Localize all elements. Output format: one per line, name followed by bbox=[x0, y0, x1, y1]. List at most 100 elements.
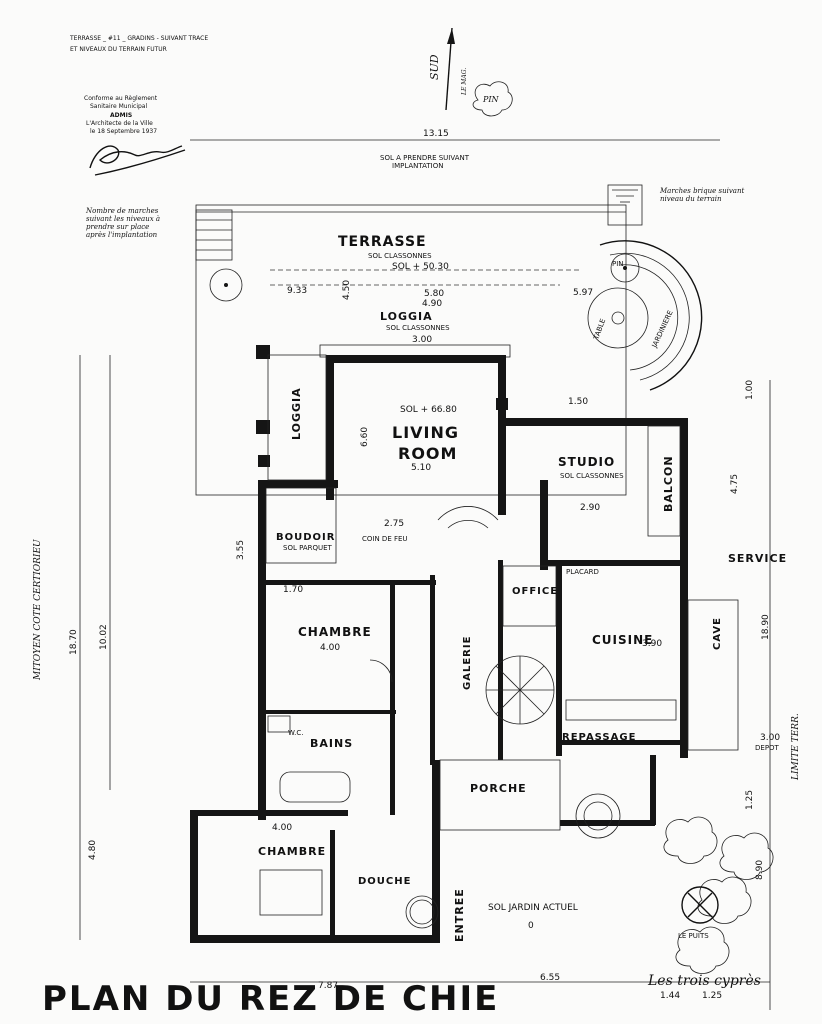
loggia-top-sol: SOL CLASSONNES bbox=[386, 324, 450, 332]
dim-1-50-studio: 1.50 bbox=[568, 397, 588, 407]
room-galerie: GALERIE bbox=[462, 636, 473, 690]
room-loggia-left: LOGGIA bbox=[290, 387, 303, 440]
signature bbox=[89, 145, 186, 176]
side-limite: LIMITE TERR. bbox=[791, 713, 801, 781]
side-inner: 10.02 bbox=[99, 624, 109, 650]
room-entree: ENTREE bbox=[453, 888, 466, 942]
label-coin-feu: COIN DE FEU bbox=[362, 535, 408, 543]
room-studio: STUDIO bbox=[558, 455, 615, 469]
footer-dim-left: 7.87 bbox=[318, 981, 338, 991]
jardin-line-1: SOL JARDIN ACTUEL bbox=[488, 903, 578, 913]
footer-dim-right: 6.55 bbox=[540, 973, 560, 983]
stamp-line-2: Sanitaire Municipal bbox=[90, 103, 147, 110]
svg-text:Nombre de marches: Nombre de marches bbox=[85, 207, 159, 215]
living-dim: 5.10 bbox=[411, 463, 431, 473]
approval-stamp: Conforme au Règlement Sanitaire Municipa… bbox=[84, 95, 186, 176]
stamp-line-1: Conforme au Règlement bbox=[84, 95, 158, 102]
side-overall: 18.70 bbox=[69, 629, 79, 655]
stamp-line-3: ADMIS bbox=[110, 112, 132, 119]
label-le-puits: LE PUITS bbox=[678, 932, 709, 940]
svg-text:suivant les niveaux à: suivant les niveaux à bbox=[86, 215, 160, 223]
room-chambre-1: CHAMBRE bbox=[298, 625, 372, 639]
room-boudoir: BOUDOIR bbox=[276, 532, 335, 543]
room-repassage: REPASSAGE bbox=[562, 732, 636, 743]
label-service: SERVICE bbox=[728, 552, 787, 565]
dim-4-90: 4.90 bbox=[422, 299, 442, 309]
label-depot: DEPOT bbox=[755, 744, 780, 752]
house-walls bbox=[190, 345, 688, 943]
svg-text:après l'implantation: après l'implantation bbox=[86, 231, 158, 239]
terrasse-level: SOL + 50.30 bbox=[392, 262, 449, 272]
dim-6-60: 6.60 bbox=[360, 427, 370, 447]
staircase bbox=[485, 655, 555, 725]
pin-tree-top: PIN bbox=[472, 81, 513, 117]
dim-4-75: 4.75 bbox=[730, 474, 740, 494]
room-bains: BAINS bbox=[310, 737, 353, 750]
room-douche: DOUCHE bbox=[358, 876, 411, 887]
room-porche: PORCHE bbox=[470, 782, 527, 795]
cuisine-dim: 3.90 bbox=[642, 639, 662, 649]
chambre-1-dim: 4.00 bbox=[320, 643, 340, 653]
room-chambre-2: CHAMBRE bbox=[258, 845, 326, 858]
stamp-line-4: L'Architecte de la Ville bbox=[86, 120, 153, 127]
room-loggia-top: LOGGIA bbox=[380, 310, 433, 323]
living-level: SOL + 66.80 bbox=[400, 405, 457, 415]
side-right-total: 18.90 bbox=[761, 614, 771, 640]
jardin-line-2: 0 bbox=[528, 921, 534, 931]
dim-8-90: 8.90 bbox=[755, 860, 765, 880]
dim-2-00: 1.00 bbox=[745, 380, 755, 400]
room-office: OFFICE bbox=[512, 586, 558, 597]
dim-4-00-lower: 4.00 bbox=[272, 823, 292, 833]
label-placard: PLACARD bbox=[566, 568, 599, 576]
sol-note-1: SOL A PRENDRE SUIVANT bbox=[380, 154, 470, 162]
cypress-trees bbox=[663, 816, 774, 974]
dim-3-00-loggia: 3.00 bbox=[412, 335, 432, 345]
room-wc: W.C. bbox=[288, 729, 303, 737]
terrace-outline bbox=[195, 184, 643, 496]
svg-text:prendre sur place: prendre sur place bbox=[86, 223, 149, 231]
dim-9-33: 9.33 bbox=[287, 286, 307, 296]
jardiniere-circle bbox=[587, 240, 703, 391]
dim-1-25: 1.25 bbox=[702, 991, 722, 1001]
left-note: Nombre de marches suivant les niveaux à … bbox=[85, 207, 160, 239]
footer-cypres: Les trois cyprès bbox=[647, 973, 761, 989]
dim-3-55: 3.55 bbox=[236, 540, 246, 560]
dim-4-50: 4.50 bbox=[342, 280, 352, 300]
room-living: LIVING bbox=[392, 423, 459, 442]
side-mitoyen: MITOYEN COTE CERTIORIEU bbox=[33, 539, 43, 681]
plan-title: PLAN DU REZ DE CHIE bbox=[42, 979, 499, 1019]
compass-arrow: SUD LE MAG. bbox=[428, 27, 468, 111]
cypress-tree bbox=[209, 268, 243, 302]
dim-5-80: 5.80 bbox=[424, 289, 444, 299]
terrasse-sol: SOL CLASSONNES bbox=[368, 252, 432, 260]
sol-note-2: IMPLANTATION bbox=[392, 162, 443, 170]
compass-note: LE MAG. bbox=[461, 68, 468, 96]
room-cave: CAVE bbox=[712, 617, 723, 650]
well-icon bbox=[681, 886, 719, 924]
dim-2-90: 2.90 bbox=[580, 503, 600, 513]
pin-label-top: PIN bbox=[482, 95, 500, 104]
label-table: TABLE bbox=[592, 318, 607, 342]
dim-5-97: 5.97 bbox=[573, 288, 593, 298]
room-terrasse: TERRASSE bbox=[338, 234, 427, 250]
room-balcon: BALCON bbox=[662, 455, 675, 512]
dim-2-75: 2.75 bbox=[384, 519, 404, 529]
svg-text:niveau du terrain: niveau du terrain bbox=[660, 195, 722, 203]
room-cuisine: CUISINE bbox=[592, 633, 653, 647]
header-line-1: TERRASSE _ #11 _ GRADINS - SUIVANT TRACE bbox=[69, 35, 208, 42]
dim-4-80: 4.80 bbox=[88, 840, 98, 860]
dim-1-44: 1.44 bbox=[660, 991, 680, 1001]
compass-sud: SUD bbox=[428, 54, 441, 80]
svg-text:Marches brique suivant: Marches brique suivant bbox=[659, 187, 744, 195]
dim-1-70: 1.70 bbox=[283, 585, 303, 595]
header-line-2: ET NIVEAUX DU TERRAIN FUTUR bbox=[70, 46, 167, 53]
stamp-line-5: le 18 Septembre 1937 bbox=[90, 128, 157, 135]
dim-1-00: 1.25 bbox=[745, 790, 755, 810]
studio-sol: SOL CLASSONNES bbox=[560, 472, 624, 480]
room-room: ROOM bbox=[398, 444, 457, 463]
boudoir-sol: SOL PARQUET bbox=[283, 544, 333, 552]
dimension-top: 13.15 bbox=[423, 129, 449, 139]
right-note: Marches brique suivant niveau du terrain bbox=[659, 187, 744, 203]
